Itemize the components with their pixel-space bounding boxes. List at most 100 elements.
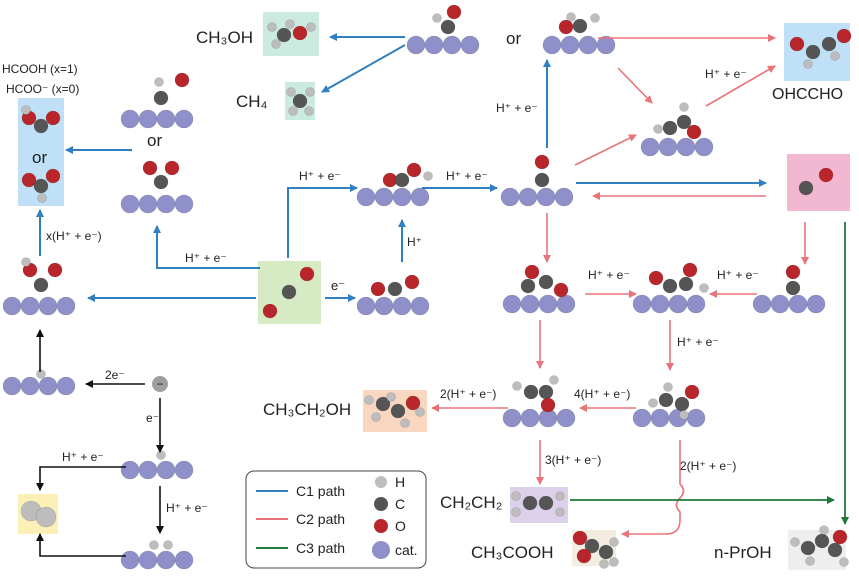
hydrogen-atom — [305, 87, 315, 97]
oxygen-atom — [164, 160, 180, 176]
label-he-co: H⁺ + e⁻ — [717, 268, 759, 282]
catalyst-atom — [120, 550, 140, 570]
hydrogen-atom — [36, 369, 46, 379]
electron-negative-ion — [152, 376, 168, 392]
oxygen-atom — [142, 160, 158, 176]
legend-c2-label: C2 path — [296, 511, 345, 527]
catalyst-atom — [806, 294, 826, 314]
product-ch3oh: CH₃OH — [196, 28, 253, 47]
hydrogen-atom — [285, 19, 295, 29]
label-x-he: x(H⁺ + e⁻) — [46, 229, 102, 243]
carbon-atom — [522, 495, 538, 511]
legend-o-atom — [374, 519, 388, 533]
oxygen-atom — [292, 25, 308, 41]
carbon-atom — [538, 495, 554, 511]
hydrogen-atom — [386, 392, 396, 402]
oxygen-atom — [686, 124, 702, 140]
oxygen-atom — [262, 303, 278, 319]
catalyst-surface — [632, 408, 706, 428]
hydrogen-atom — [21, 105, 31, 115]
catalyst-atom — [2, 296, 22, 316]
oxygen-atom — [45, 168, 61, 184]
carbon-atom — [785, 280, 801, 296]
hydrogen-atom — [839, 557, 849, 567]
label-he-coupling: H⁺ + e⁻ — [588, 268, 630, 282]
carbon-atom — [520, 278, 536, 294]
carbon-atom — [523, 384, 539, 400]
product-ch3ch2oh: CH₃CH₂OH — [263, 400, 351, 419]
or-label-box: or — [32, 148, 47, 167]
catalyst-atom — [578, 35, 598, 55]
or-label-left: or — [147, 131, 162, 150]
hydrogen-atom — [511, 491, 521, 501]
catalyst-atom — [38, 296, 58, 316]
catalyst-atom — [770, 294, 790, 314]
oxygen-atom — [572, 530, 588, 546]
catalyst-atom — [694, 137, 714, 157]
catalyst-atom — [138, 109, 158, 129]
oxygen-atom — [553, 282, 569, 298]
hydrogen-atom — [679, 410, 689, 420]
product-ch2ch2: CH₂CH₂ — [440, 493, 502, 512]
catalyst-atom — [120, 460, 140, 480]
label-h-plus: H⁺ — [407, 235, 422, 249]
hydrogen-atom — [364, 395, 374, 405]
carbon-atom — [33, 118, 49, 134]
arrow-co2-to-or-intermediates — [153, 225, 260, 269]
carbon-atom — [662, 120, 678, 136]
product-ch3cooh: CH₃COOH — [471, 543, 553, 562]
carbon-atom — [394, 172, 410, 188]
catalyst-atom — [120, 194, 140, 214]
carbon-atom — [538, 384, 554, 400]
oxygen-atom — [524, 264, 540, 280]
catalyst-atom — [392, 187, 412, 207]
arrow-to-acetic-acid — [621, 440, 685, 538]
hydrogen-atom — [400, 418, 410, 428]
hydrogen-atom — [599, 559, 609, 569]
catalyst-atom — [138, 550, 158, 570]
label-he-up: H⁺ + e⁻ — [496, 101, 538, 115]
arrow-mid-to-ohccho — [705, 65, 776, 107]
co-desorbed-box — [787, 154, 850, 211]
oxygen-atom — [370, 281, 386, 297]
catalyst-atom — [138, 194, 158, 214]
catalyst-surface — [356, 296, 430, 316]
catalyst-surface — [356, 187, 430, 207]
catalyst-surface — [502, 294, 576, 314]
catalyst-surface — [120, 109, 194, 129]
hydrogen-atom — [271, 39, 281, 49]
hydrogen-atom — [590, 13, 600, 23]
catalyst-atom — [406, 35, 426, 55]
catalyst-atom — [518, 187, 538, 207]
hydrogen-atom — [286, 87, 296, 97]
hydrogen-atom — [512, 381, 522, 391]
catalyst-atom — [356, 296, 376, 316]
oxygen-atom — [21, 172, 37, 188]
carbon-atom — [33, 178, 49, 194]
legend-c1-label: C1 path — [296, 483, 345, 499]
catalyst-atom — [410, 296, 430, 316]
product-ch4: CH₄ — [236, 92, 268, 111]
oxygen-atom — [47, 262, 63, 278]
label-2e: 2e⁻ — [105, 368, 125, 382]
catalyst-surface — [752, 294, 826, 314]
catalyst-atom — [596, 35, 616, 55]
arrow-to-h2-bottom — [36, 533, 126, 557]
hydrogen-atom — [819, 525, 829, 535]
catalyst-atom — [502, 408, 522, 428]
legend-c-label: C — [395, 496, 405, 512]
catalyst-atom — [554, 187, 574, 207]
arrow-top-to-mid — [617, 67, 653, 104]
legend-cat-atom — [372, 541, 390, 559]
carbon-atom — [153, 174, 169, 190]
legend: C1 path C2 path C3 path H C O cat. — [245, 470, 427, 569]
catalyst-atom — [500, 187, 520, 207]
oxygen-atom — [785, 264, 801, 280]
catalyst-atom — [502, 294, 522, 314]
arrow-to-h2-top — [36, 466, 126, 491]
oxygen-atom — [648, 270, 664, 286]
hydrogen-atom — [511, 507, 521, 517]
catalyst-atom — [410, 187, 430, 207]
carbon-atom — [534, 172, 550, 188]
carbon-atom — [827, 542, 843, 558]
